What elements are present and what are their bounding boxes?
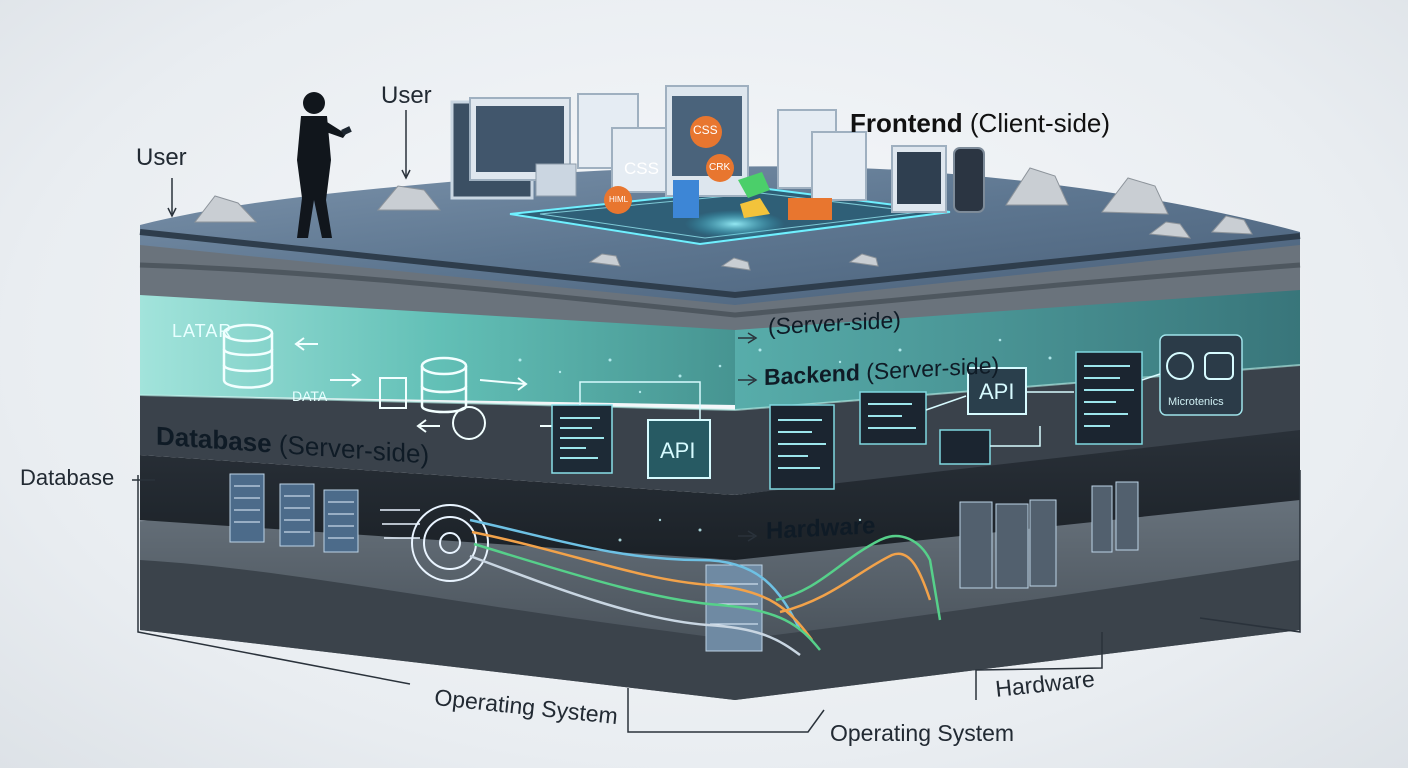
css-badge-small: CSS <box>693 123 718 137</box>
hardware-layer-label: Hardware <box>766 512 876 545</box>
frontend-label-rest: (Client-side) <box>962 108 1111 138</box>
rack-slots <box>234 485 758 625</box>
frontend-badges <box>604 116 832 220</box>
microservices-text: Microtenics <box>1168 396 1224 408</box>
data-flow-arrows <box>294 337 552 440</box>
operating-system-label-right: Operating System <box>830 720 1015 746</box>
crk-badge: CRK <box>709 162 731 173</box>
leader-lines <box>132 110 1301 733</box>
server-rack-icon <box>229 473 1139 652</box>
rock-icon <box>193 167 1253 271</box>
frontend-label: Frontend (Client-side) <box>850 108 1110 139</box>
api-box-icon-left: API <box>660 438 696 463</box>
backend-label-bold: Backend <box>764 359 860 391</box>
frontend-label-bold: Frontend <box>850 108 963 138</box>
database-side-label: Database <box>20 465 115 490</box>
database-icon <box>222 323 468 414</box>
monitor-icon <box>450 85 985 213</box>
data-text: DATA <box>292 388 328 404</box>
html-badge: HIML <box>609 195 629 204</box>
soil-band <box>139 235 1301 330</box>
cable-icon <box>380 509 942 657</box>
person-icon <box>297 92 352 238</box>
latar-text: LATAR <box>172 321 233 341</box>
code-lines <box>560 365 1134 469</box>
user-label-top: User <box>381 82 432 109</box>
css-badge-large: CSS <box>624 159 659 178</box>
backend-connectors <box>579 373 1161 447</box>
particles <box>518 338 1052 542</box>
user-label-left: User <box>136 144 187 171</box>
gear-icon <box>411 504 489 582</box>
api-box-icon-right: API <box>979 379 1015 404</box>
